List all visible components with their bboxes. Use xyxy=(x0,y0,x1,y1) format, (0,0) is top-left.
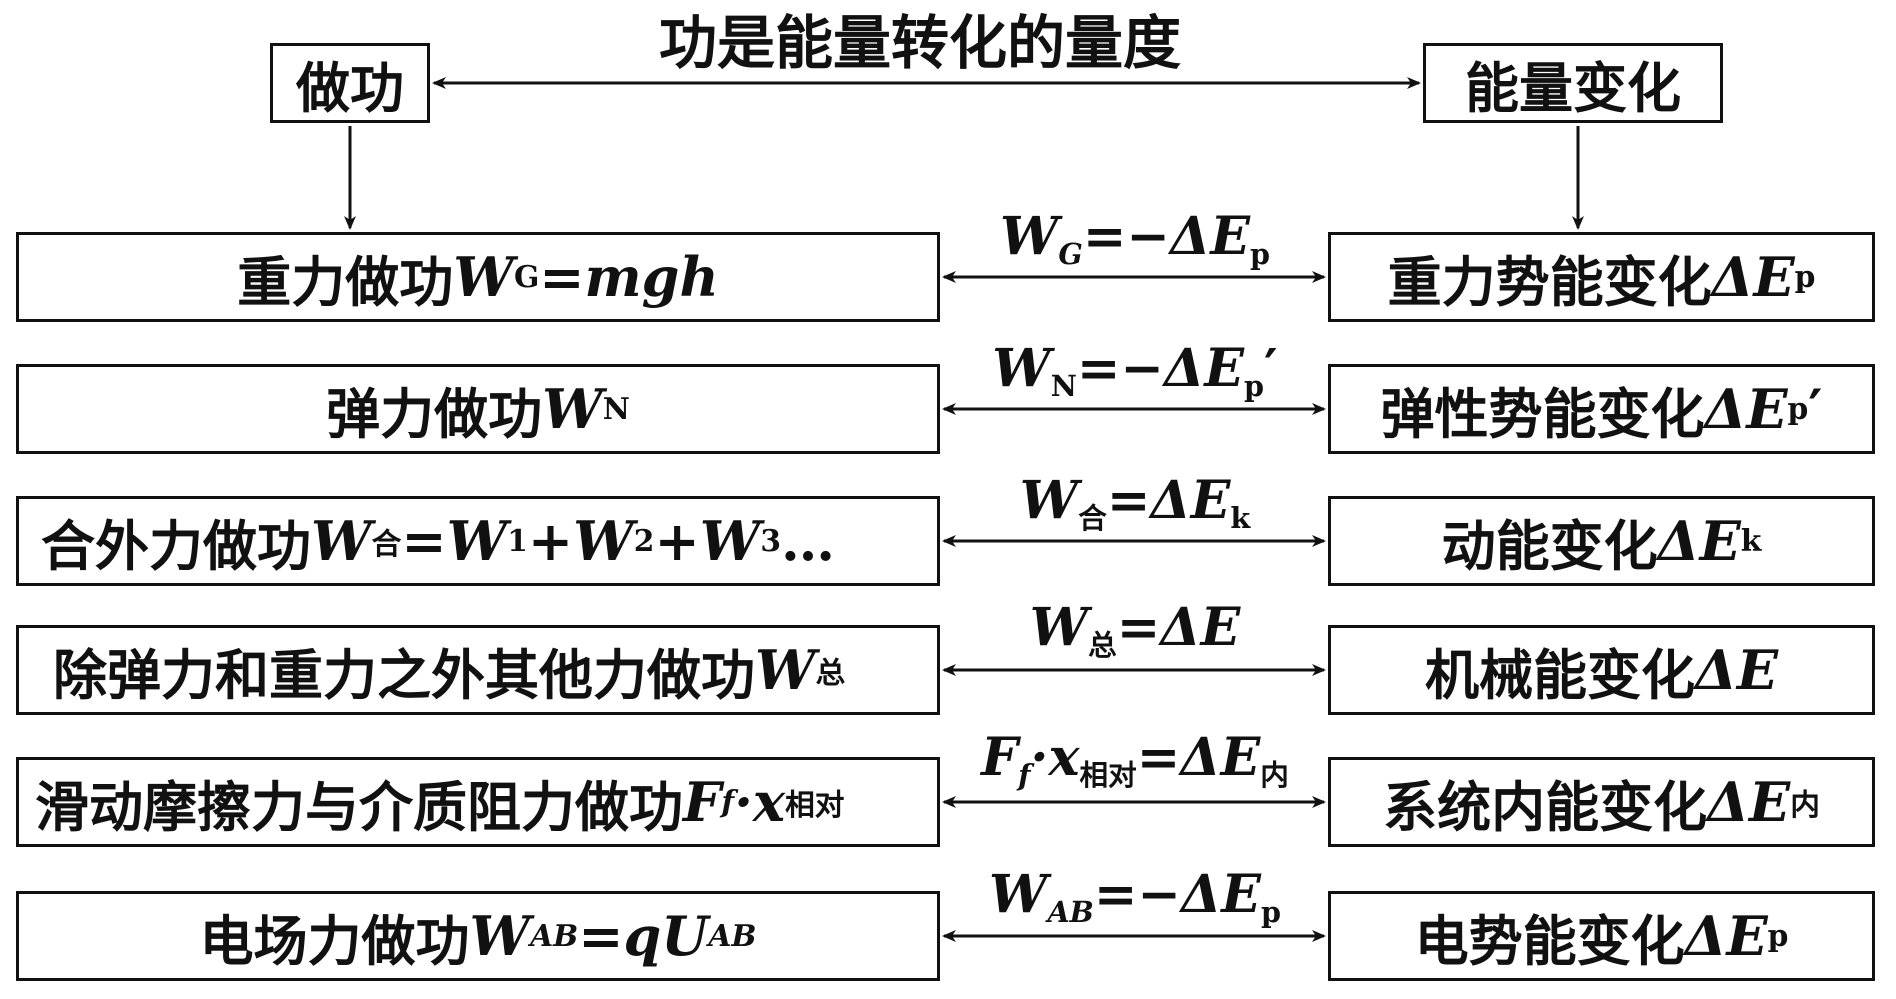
total-work-symbol: W xyxy=(755,638,816,702)
relation-symbol: W xyxy=(1000,206,1059,267)
net-work-eq: =W xyxy=(401,509,508,573)
net-work-symbol: W xyxy=(311,509,372,573)
friction-force-subscript: f xyxy=(721,784,735,820)
internal-energy-subscript: 内 xyxy=(1790,787,1820,823)
relation-subscript: f xyxy=(1018,758,1031,792)
relation-subscript-3: 内 xyxy=(1260,758,1289,792)
mechanical-relation: W总=ΔE xyxy=(945,598,1325,675)
friction-force-symbol: F xyxy=(683,770,722,834)
relation-symbol: F xyxy=(981,727,1019,788)
displacement-symbol: ·x xyxy=(734,770,786,834)
relation-subscript-2: p xyxy=(1249,237,1270,271)
elastic-potential-subscript: p xyxy=(1787,391,1809,427)
relation-end: =ΔE xyxy=(1136,727,1261,788)
net-force-work-label: 合外力做功 xyxy=(41,513,311,578)
elastic-relation: WN=−ΔEp′ xyxy=(945,339,1325,416)
elastic-potential-prime: ′ xyxy=(1808,377,1823,441)
relation-symbol: W xyxy=(992,338,1051,399)
relation-symbol: W xyxy=(1019,470,1079,531)
gravity-potential-label: 重力势能变化 xyxy=(1387,249,1712,314)
kinetic-energy-symbol: ΔE xyxy=(1657,509,1741,573)
gravity-potential-symbol: ΔE xyxy=(1711,245,1795,309)
elastic-potential-label: 弹性势能变化 xyxy=(1380,381,1705,446)
relation-symbol: W xyxy=(1029,597,1089,658)
other-forces-work-label: 除弹力和重力之外其他力做功 xyxy=(53,642,755,707)
relation-tail: =−ΔE xyxy=(1082,206,1250,267)
electric-relation: WAB=−ΔEp xyxy=(945,865,1325,942)
mechanical-energy-symbol: ΔE xyxy=(1694,638,1779,702)
electric-potential-subscript: p xyxy=(1767,918,1789,954)
relation-subscript-2: p xyxy=(1243,369,1264,403)
internal-energy-label: 系统内能变化 xyxy=(1383,774,1708,839)
w2-symbol: +W xyxy=(527,509,634,573)
relation-tail: =−ΔE xyxy=(1076,338,1244,399)
relation-tail: =ΔE xyxy=(1106,470,1231,531)
relation-subscript: 总 xyxy=(1088,628,1117,662)
mechanical-energy-label: 机械能变化 xyxy=(1424,642,1695,707)
work-box: 做功 xyxy=(270,43,430,123)
kinetic-energy-subscript: k xyxy=(1740,523,1762,559)
electric-potential-label: 电势能变化 xyxy=(1414,908,1685,973)
w1-subscript: 1 xyxy=(507,523,528,559)
internal-energy-symbol: ΔE xyxy=(1707,770,1791,834)
ellipsis: … xyxy=(781,509,836,573)
elastic-work-label: 弹力做功 xyxy=(326,381,543,446)
relation-prime: ′ xyxy=(1263,338,1278,399)
friction-work-label: 滑动摩擦力与介质阻力做功 xyxy=(35,774,683,839)
gravity-work-subscript: G xyxy=(513,259,540,295)
net-work-subscript: 合 xyxy=(371,526,402,562)
w3-subscript: 3 xyxy=(760,523,782,559)
relation-subscript-2: p xyxy=(1260,895,1281,929)
relative-subscript: 相对 xyxy=(785,787,845,823)
internal-energy-relation: Ff·x相对=ΔE内 xyxy=(945,728,1325,805)
diagram-title: 功是能量转化的量度 xyxy=(658,9,1181,77)
electric-potential-symbol: ΔE xyxy=(1684,904,1768,968)
relation-subscript: AB xyxy=(1047,895,1094,929)
kinetic-relation: W合=ΔEk xyxy=(945,471,1325,548)
relation-subscript: N xyxy=(1050,369,1077,403)
relation-subscript: 合 xyxy=(1078,501,1107,535)
gravity-work-symbol: W xyxy=(453,245,514,309)
relation-subscript: G xyxy=(1058,237,1083,271)
relation-tail: =−ΔE xyxy=(1093,864,1261,925)
kinetic-energy-label: 动能变化 xyxy=(1441,513,1658,578)
w2-subscript: 2 xyxy=(633,523,655,559)
elastic-potential-symbol: ΔE xyxy=(1704,377,1788,441)
energy-change-box: 能量变化 xyxy=(1423,43,1723,123)
electric-work-formula: =qU xyxy=(578,904,709,968)
total-work-subscript: 总 xyxy=(815,655,846,691)
relation-tail: ·x xyxy=(1030,727,1080,788)
electric-work-label: 电场力做功 xyxy=(199,908,470,973)
gravity-work-label: 重力做功 xyxy=(237,249,454,314)
relation-tail: =ΔE xyxy=(1116,597,1241,658)
relation-symbol: W xyxy=(989,864,1048,925)
electric-work-symbol: W xyxy=(469,904,531,968)
elastic-work-symbol: W xyxy=(542,377,603,441)
elastic-work-subscript: N xyxy=(602,391,630,427)
electric-work-subscript: AB xyxy=(530,918,579,954)
relation-subscript-2: k xyxy=(1230,501,1251,535)
gravity-work-formula: =mgh xyxy=(539,245,719,309)
gravity-potential-subscript: p xyxy=(1794,259,1816,295)
relation-subscript-2: 相对 xyxy=(1079,758,1137,792)
w3-symbol: +W xyxy=(654,509,761,573)
gravity-relation: WG=−ΔEp xyxy=(945,207,1325,284)
voltage-subscript: AB xyxy=(708,918,757,954)
